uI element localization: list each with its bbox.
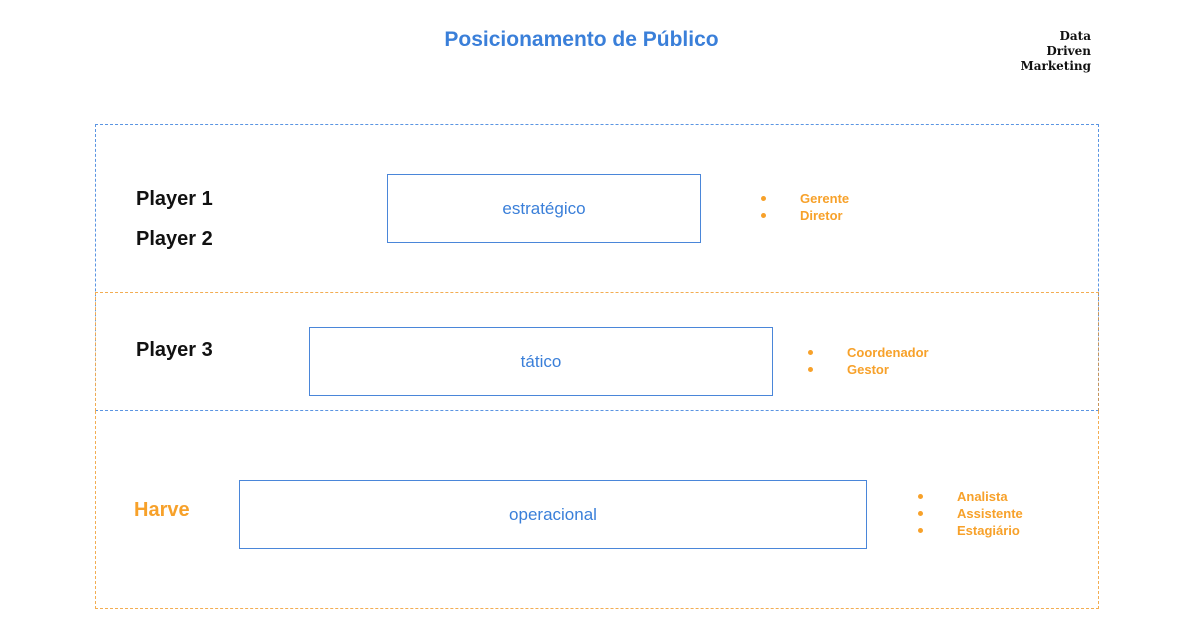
role-item: Gerente bbox=[761, 190, 849, 207]
roles-list-operacional: Analista Assistente Estagiário bbox=[918, 488, 1023, 539]
brand-line-1: Data bbox=[1059, 29, 1092, 43]
roles-list-tatico: Coordenador Gestor bbox=[808, 344, 929, 378]
role-item: Analista bbox=[918, 488, 1023, 505]
tactical-zone-outline bbox=[95, 292, 1099, 411]
player-2-label: Player 2 bbox=[136, 228, 213, 250]
level-box-estrategico: estratégico bbox=[387, 174, 701, 243]
level-box-tatico: tático bbox=[309, 327, 773, 396]
role-item: Diretor bbox=[761, 207, 849, 224]
diagram-title: Posicionamento de Público bbox=[444, 28, 719, 51]
level-label: estratégico bbox=[502, 198, 586, 218]
strategic-zone-outline bbox=[95, 124, 1099, 411]
harve-label: Harve bbox=[134, 499, 190, 521]
player-3-label: Player 3 bbox=[136, 339, 213, 361]
role-item: Estagiário bbox=[918, 522, 1023, 539]
player-1-label: Player 1 bbox=[136, 188, 213, 210]
operational-zone-outline bbox=[95, 411, 1099, 609]
level-label: operacional bbox=[509, 504, 597, 524]
brand-line-3: Marketing bbox=[1020, 59, 1091, 73]
role-item: Coordenador bbox=[808, 344, 929, 361]
role-item: Gestor bbox=[808, 361, 929, 378]
brand-logo-text: Data Driven Marketing bbox=[1020, 29, 1091, 74]
level-label: tático bbox=[520, 351, 562, 371]
roles-list-estrategico: Gerente Diretor bbox=[761, 190, 849, 224]
level-box-operacional: operacional bbox=[239, 480, 867, 549]
brand-line-2: Driven bbox=[1046, 44, 1091, 58]
role-item: Assistente bbox=[918, 505, 1023, 522]
